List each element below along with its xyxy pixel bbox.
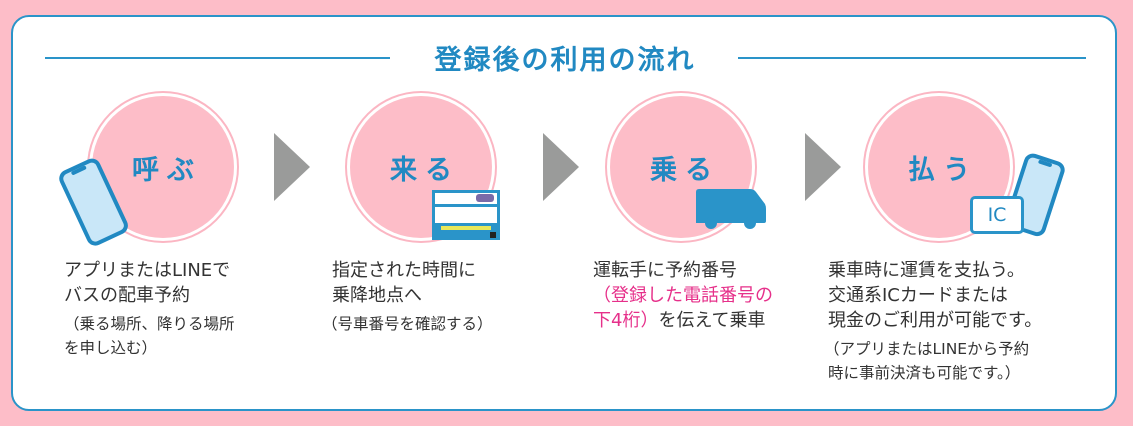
bus-number-card-icon	[432, 190, 500, 240]
bus-icon	[696, 189, 766, 229]
ic-card-icon: IC	[970, 196, 1024, 234]
step-label: 乗る	[650, 154, 720, 186]
step-label: 払う	[908, 154, 978, 186]
page-title: 登録後の利用の流れ	[434, 45, 696, 76]
step-desc-ride: 運転手に予約番号 （登録した電話番号の 下4桁）を伝えて乗車	[593, 260, 773, 331]
step-circle-come: 来る	[350, 96, 492, 238]
step-desc-call: アプリまたはLINEでバスの配車予約 （乗る場所、降りる場所を申し込む）	[64, 260, 235, 357]
arrow-right-icon	[543, 133, 579, 201]
arrow-right-icon	[274, 133, 310, 201]
step-label: 来る	[390, 154, 460, 186]
title-rule-left	[45, 57, 390, 59]
step-desc-come: 指定された時間に乗降地点へ （号車番号を確認する）	[322, 260, 493, 333]
smartphone-icon	[59, 158, 128, 246]
title-rule-right	[738, 57, 1086, 59]
arrow-right-icon	[805, 133, 841, 201]
step-label: 呼ぶ	[132, 154, 202, 186]
step-desc-pay: 乗車時に運賃を支払う。交通系ICカードまたは現金のご利用が可能です。 （アプリま…	[824, 260, 1043, 382]
